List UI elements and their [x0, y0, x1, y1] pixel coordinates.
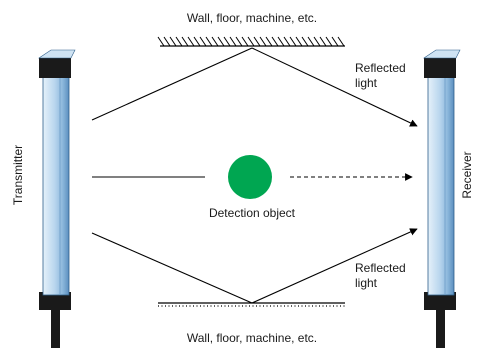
hatch-mark	[277, 36, 285, 47]
hatch-mark	[319, 36, 327, 47]
hatch-mark	[325, 36, 333, 47]
hatch-mark	[163, 36, 171, 47]
hatch-mark	[181, 36, 189, 47]
hatch-mark	[211, 36, 219, 47]
reflected-light-bottom-line2: light	[355, 276, 378, 290]
detection-object-circle	[228, 155, 272, 199]
reflected-light-bottom-line1: Reflected	[355, 261, 406, 275]
hatch-mark	[205, 36, 213, 47]
hatch-mark	[241, 36, 249, 47]
hatch-mark	[235, 36, 243, 47]
hatch-mark	[175, 36, 183, 47]
hatch-mark	[295, 36, 303, 47]
top-surface	[157, 36, 345, 47]
lower-reflection-path	[91, 228, 418, 304]
hatch-mark	[229, 36, 237, 47]
hatch-mark	[217, 36, 225, 47]
hatch-mark	[157, 36, 165, 47]
hatch-mark	[199, 36, 207, 47]
receiver-label: Receiver	[460, 151, 474, 198]
hatch-mark	[247, 36, 255, 47]
bottom-surface-label: Wall, floor, machine, etc.	[187, 331, 317, 345]
hatch-mark	[313, 36, 321, 47]
hatch-mark	[259, 36, 267, 47]
detection-object-label: Detection object	[209, 206, 296, 220]
hatch-mark	[271, 36, 279, 47]
hatch-mark	[169, 36, 177, 47]
receiver-unit	[423, 49, 461, 348]
upper-reflection-path	[91, 47, 418, 127]
transmitter-label: Transmitter	[11, 145, 25, 205]
reflected-light-top-line2: light	[355, 76, 378, 90]
hatch-mark	[265, 36, 273, 47]
hatch-mark	[331, 36, 339, 47]
hatch-mark	[337, 36, 345, 47]
hatch-mark	[301, 36, 309, 47]
bottom-surface	[158, 302, 345, 307]
hatch-mark	[187, 36, 195, 47]
hatch-mark	[283, 36, 291, 47]
hatch-mark	[193, 36, 201, 47]
transmitter-unit	[38, 49, 76, 348]
reflected-light-top-line1: Reflected	[355, 61, 406, 75]
top-surface-hatching	[157, 36, 345, 47]
top-surface-label: Wall, floor, machine, etc.	[187, 11, 317, 25]
hatch-mark	[307, 36, 315, 47]
hatch-mark	[253, 36, 261, 47]
hatch-mark	[289, 36, 297, 47]
hatch-mark	[223, 36, 231, 47]
